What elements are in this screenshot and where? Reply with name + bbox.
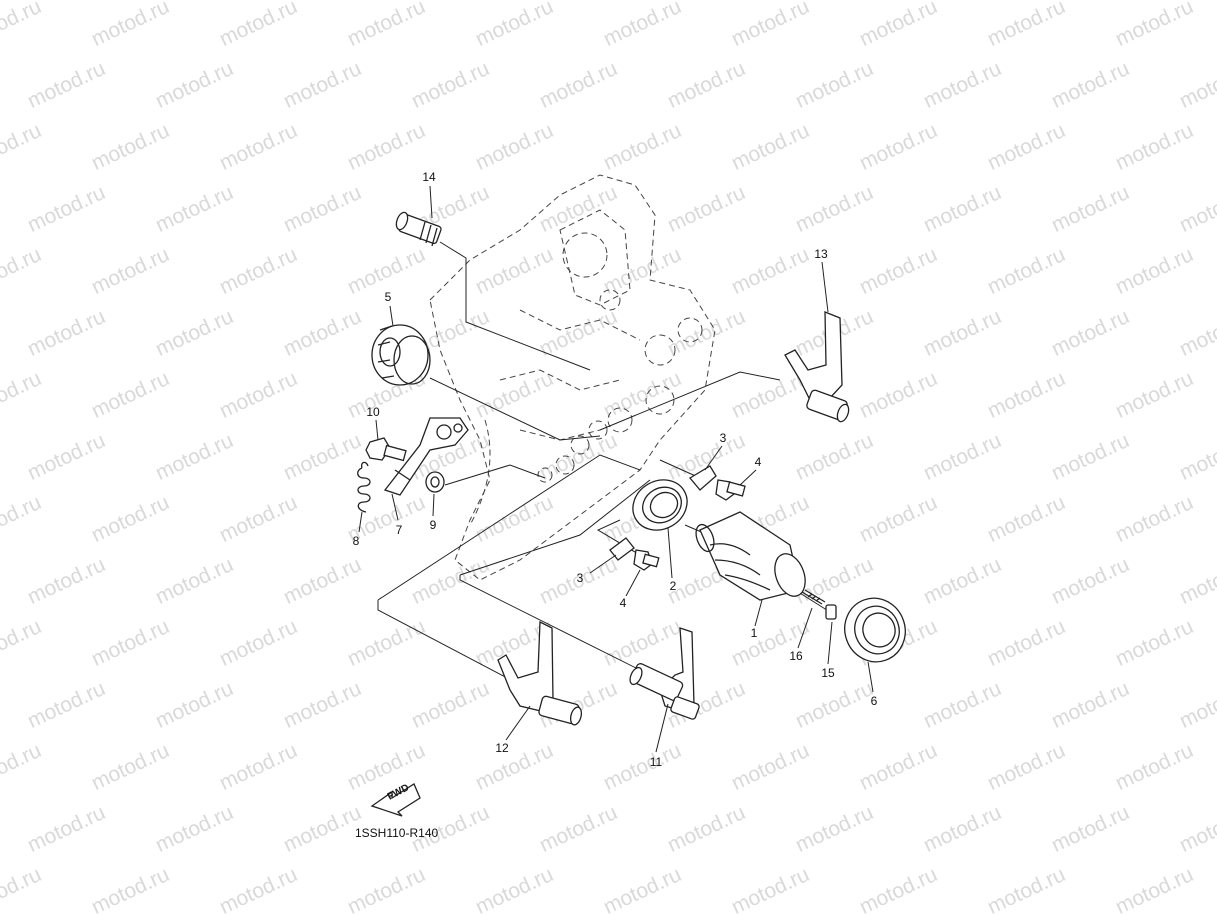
part-4-lower-bolt <box>633 549 660 571</box>
callout-9: 9 <box>429 518 437 532</box>
part-14-shaft-pin <box>395 211 442 247</box>
callout-14: 14 <box>422 170 436 184</box>
part-4-upper-bolt <box>715 479 746 501</box>
part-3-upper-plate <box>689 465 717 491</box>
callout-11: 11 <box>649 755 663 769</box>
part-2-bearing <box>632 479 688 531</box>
part-3-lower-plate <box>609 537 635 561</box>
callout-4-lower: 4 <box>619 596 627 610</box>
diagram-code: 1SSH110-R140 <box>355 826 439 840</box>
callout-3-upper: 3 <box>719 431 727 445</box>
callout-13: 13 <box>814 247 828 261</box>
part-13-shift-fork <box>784 311 850 423</box>
alignment-lines <box>377 241 831 691</box>
part-5-segment-wheel <box>371 324 431 386</box>
callout-1: 1 <box>750 626 758 640</box>
part-9-washer <box>425 471 445 493</box>
callout-6: 6 <box>870 694 878 708</box>
part-11-shift-fork <box>629 627 700 720</box>
fwd-arrow <box>370 783 421 817</box>
part-12-shift-fork <box>497 620 583 726</box>
callout-12: 12 <box>495 741 509 755</box>
callout-leaders <box>358 185 874 753</box>
callout-2: 2 <box>669 579 677 593</box>
part-10-bolt <box>365 437 407 462</box>
part-7-stopper-lever <box>383 417 469 496</box>
callout-10: 10 <box>366 405 380 419</box>
part-16-pin <box>801 589 826 605</box>
callout-16: 16 <box>789 649 803 663</box>
callout-5: 5 <box>384 290 392 304</box>
part-15-dowel <box>825 604 837 620</box>
callout-8: 8 <box>352 534 360 548</box>
part-8-spring <box>357 461 371 513</box>
callout-3-lower: 3 <box>576 571 584 585</box>
callout-7: 7 <box>395 523 403 537</box>
part-6-bearing <box>844 597 906 663</box>
part-1-shift-drum <box>695 511 806 601</box>
callout-15: 15 <box>821 666 835 680</box>
callout-4-upper: 4 <box>754 455 762 469</box>
